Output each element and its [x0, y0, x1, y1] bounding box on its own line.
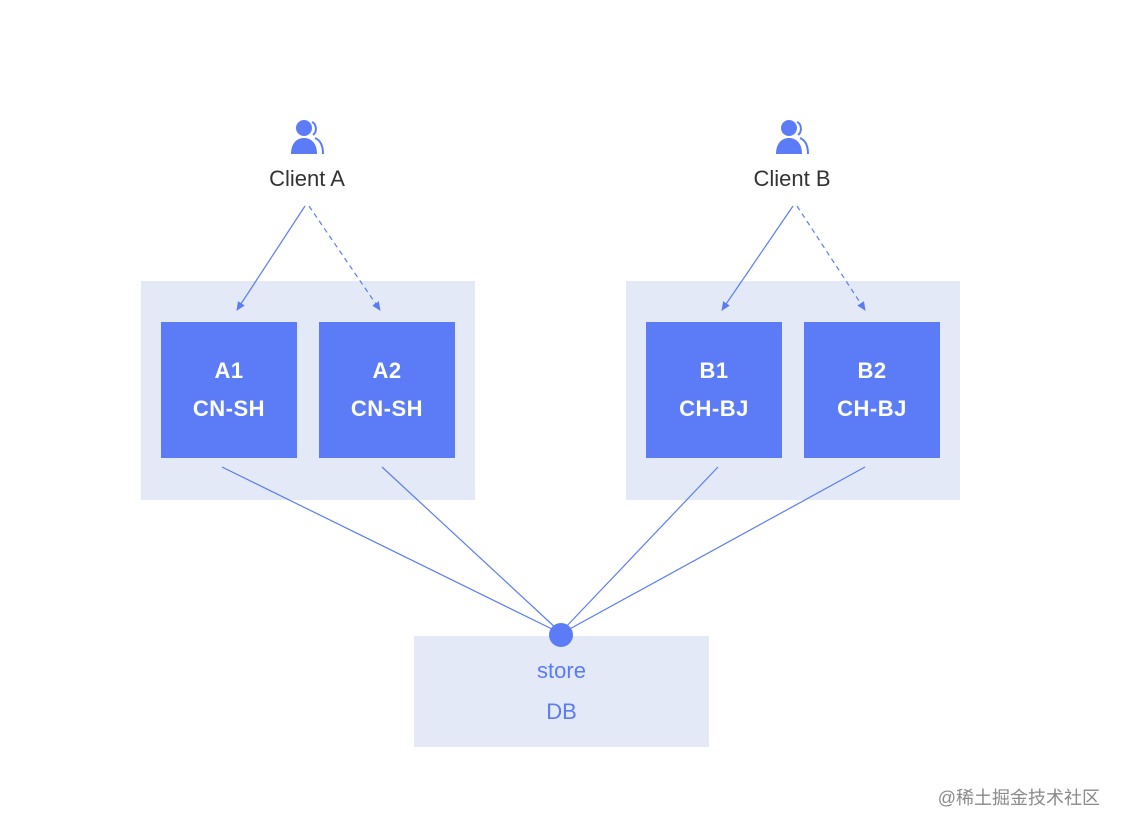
node-a2-id: A2: [372, 358, 402, 383]
client-b-label: Client B: [753, 166, 831, 191]
arrow-client-b-to-b1: [721, 205, 794, 311]
link-a1-to-store: [221, 466, 557, 632]
node-b2-id: B2: [857, 358, 887, 383]
node-a1-region: CN-SH: [192, 396, 266, 421]
client-a-label: Client A: [269, 166, 345, 191]
client-b[interactable]: Client B: [712, 116, 872, 192]
link-a2-to-store: [381, 466, 559, 631]
arrow-client-b-to-b2: [796, 205, 866, 311]
node-a2[interactable]: A2 CN-SH: [319, 322, 455, 458]
db-label: DB: [546, 699, 577, 724]
client-a[interactable]: Client A: [227, 116, 387, 192]
store-label: store: [537, 658, 586, 683]
user-icon: [776, 120, 809, 155]
node-a2-region: CN-SH: [350, 396, 424, 421]
link-b1-to-store: [562, 466, 719, 631]
node-a1[interactable]: A1 CN-SH: [161, 322, 297, 458]
arrow-client-a-to-a2: [308, 205, 381, 311]
node-b1[interactable]: B1 CH-BJ: [646, 322, 782, 458]
user-icon: [291, 120, 324, 155]
node-b1-region: CH-BJ: [679, 396, 749, 421]
node-a1-id: A1: [214, 358, 244, 383]
node-b2-region: CH-BJ: [837, 396, 907, 421]
arrow-client-a-to-a1: [236, 205, 306, 311]
store-db-box[interactable]: store DB: [414, 636, 709, 747]
node-b2[interactable]: B2 CH-BJ: [804, 322, 940, 458]
link-b2-to-store: [565, 466, 866, 632]
watermark: @稀土掘金技术社区: [937, 788, 1100, 808]
node-b1-id: B1: [699, 358, 729, 383]
